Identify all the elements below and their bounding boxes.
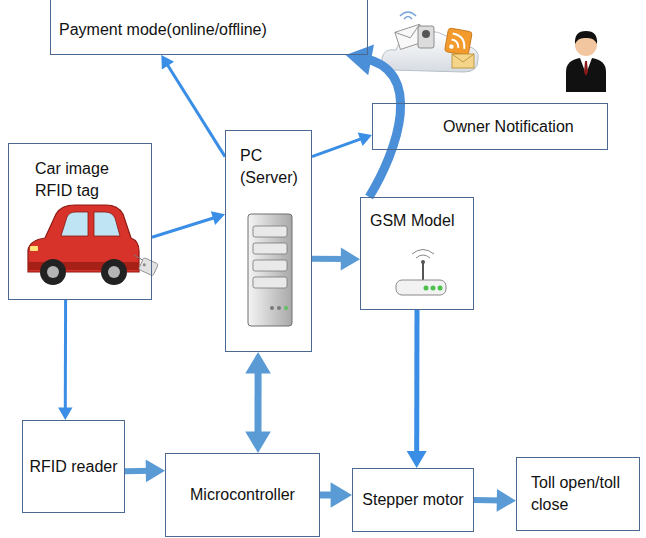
connector-line bbox=[166, 62, 225, 156]
connector-line bbox=[152, 217, 217, 237]
arrow-head bbox=[245, 352, 271, 373]
arrow-head bbox=[161, 55, 174, 70]
arrow-head bbox=[497, 489, 516, 512]
messaging-icons bbox=[382, 12, 479, 72]
arrow-head bbox=[146, 459, 165, 482]
node-label: PC (Server) bbox=[240, 145, 307, 188]
connector-line bbox=[255, 367, 262, 438]
connector-line bbox=[414, 310, 419, 456]
connector-arrow bbox=[312, 248, 360, 271]
connector-line bbox=[363, 58, 400, 197]
connector-arrow bbox=[407, 310, 427, 468]
node-label: Payment mode(online/offline) bbox=[59, 19, 267, 41]
connector-arrow bbox=[474, 489, 516, 512]
node-label: Car image bbox=[35, 158, 109, 180]
connector-line bbox=[64, 300, 67, 411]
node-label: Microcontroller bbox=[190, 484, 295, 506]
motor-box: Stepper motor bbox=[352, 468, 474, 532]
arrow-head bbox=[341, 248, 360, 271]
server-illustration bbox=[248, 214, 292, 326]
connector-arrow bbox=[346, 44, 401, 197]
payment-box: Payment mode(online/offline) bbox=[50, 0, 368, 55]
node-label: Owner Notification bbox=[443, 116, 574, 138]
node-label: RFID tag bbox=[35, 180, 99, 202]
connector-arrow bbox=[152, 211, 225, 237]
arrow-head bbox=[331, 482, 352, 508]
gate-box: Toll open/toll close bbox=[516, 457, 640, 531]
node-label: Stepper motor bbox=[362, 489, 463, 511]
connector-arrow bbox=[125, 459, 165, 482]
connector-arrow bbox=[320, 482, 352, 508]
arrow-head bbox=[58, 407, 72, 420]
node-label: Toll open/toll close bbox=[531, 472, 635, 515]
arrow-head bbox=[245, 432, 271, 453]
connector-line bbox=[312, 138, 364, 157]
owner-person-icon bbox=[566, 31, 606, 92]
connector-arrow bbox=[161, 55, 225, 157]
rfid-reader-box: RFID reader bbox=[22, 420, 125, 513]
connector-arrow bbox=[245, 352, 271, 453]
arrow-head bbox=[346, 44, 374, 75]
arrow-head bbox=[211, 211, 225, 225]
node-label: RFID reader bbox=[29, 456, 117, 478]
server-box: PC (Server) bbox=[225, 130, 312, 352]
arrow-head bbox=[407, 451, 427, 468]
arrow-head bbox=[358, 132, 372, 146]
connector-arrow bbox=[58, 300, 72, 420]
gsm-box: GSM Model bbox=[360, 197, 474, 310]
router-illustration bbox=[396, 250, 446, 296]
vehicle-box: Car imageRFID tag bbox=[8, 143, 152, 300]
car-illustration bbox=[28, 205, 158, 285]
connector-arrow bbox=[312, 132, 372, 156]
node-label: GSM Model bbox=[370, 210, 454, 232]
microcontroller-box: Microcontroller bbox=[165, 453, 320, 537]
notification-box: Owner Notification bbox=[372, 103, 608, 150]
